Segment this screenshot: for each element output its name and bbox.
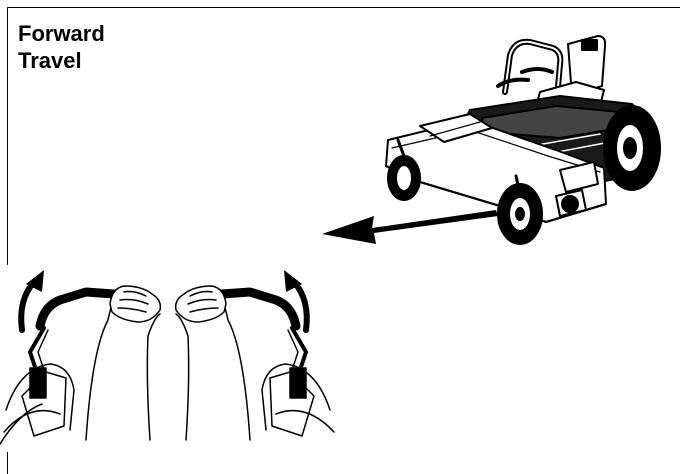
title-line-2: Travel [18,48,82,73]
figure-border-top [7,7,680,8]
title-line-1: Forward [18,21,105,46]
figure-border-left [7,7,8,265]
figure-title: Forward Travel [18,20,105,74]
figure-border-left-lower [7,452,8,474]
